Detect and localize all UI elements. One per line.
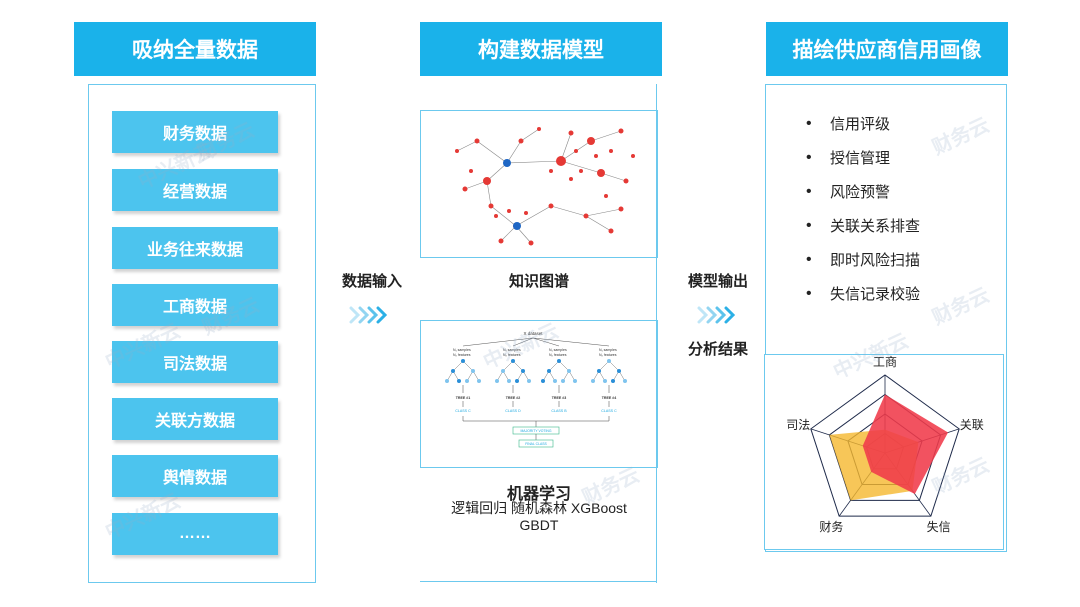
rf-class-label: CLASS C — [601, 409, 617, 413]
rf-features-label: N₂ features — [503, 353, 521, 357]
rf-features-label: N₂ features — [599, 353, 617, 357]
analysis-result-label: 分析结果 — [687, 341, 748, 358]
machine-learning-box: X dataset N₁ samples N₁ samples N₁ sampl… — [420, 320, 658, 468]
middle-frame-right-edge — [656, 84, 657, 583]
data-input-label: 数据输入 — [341, 273, 402, 290]
output-item-label: 即时风险扫描 — [830, 252, 921, 269]
column-header-credit-profile: 描绘供应商信用画像 — [766, 22, 1008, 76]
data-source-item: 业务往来数据 — [112, 227, 278, 269]
rf-tree-label: TREE #3 — [552, 396, 567, 400]
radar-axis-label: 工商 — [873, 355, 897, 369]
data-source-item: 工商数据 — [112, 284, 278, 326]
rf-final-label: FINAL CLASS — [525, 442, 547, 446]
output-item: • 关联关系排查 — [806, 215, 920, 236]
output-item: • 即时风险扫描 — [806, 249, 920, 270]
data-sources-frame — [88, 84, 316, 583]
column-header-data-intake: 吸纳全量数据 — [74, 22, 316, 76]
knowledge-graph-diagram — [455, 127, 635, 246]
radar-grid-ring — [810, 374, 960, 517]
rf-class-label: CLASS B — [551, 409, 567, 413]
rf-class-label: CLASS D — [505, 409, 521, 413]
knowledge-graph-box — [420, 110, 658, 258]
rf-samples-label: N₁ samples — [599, 348, 617, 352]
rf-samples-label: N₁ samples — [503, 348, 521, 352]
column-header-model-building: 构建数据模型 — [420, 22, 662, 76]
output-item-label: 风险预警 — [830, 184, 891, 201]
machine-learning-label: 机器学习 — [506, 486, 571, 503]
model-output-label: 模型输出 — [687, 273, 748, 290]
radar-axis-label: 失信 — [927, 519, 951, 534]
output-item: • 信用评级 — [806, 113, 890, 134]
ml-algorithms-line2: GBDT — [519, 517, 559, 533]
rf-samples-label: N₁ samples — [453, 348, 471, 352]
rf-samples-label: N₁ samples — [549, 348, 567, 352]
output-item: • 授信管理 — [806, 147, 890, 168]
output-item-label: 失信记录校验 — [830, 286, 921, 303]
radar-chart-box: 工商关联失信 财务 司法 — [764, 354, 1004, 550]
output-item-label: 信用评级 — [830, 116, 891, 133]
data-source-item: 司法数据 — [112, 341, 278, 383]
bullet-icon: • — [806, 216, 812, 234]
data-source-item: 舆情数据 — [112, 455, 278, 497]
output-item-label: 关联关系排查 — [830, 218, 921, 235]
bullet-icon: • — [806, 148, 812, 166]
radar-axis-label: 司法 — [786, 418, 810, 432]
radar-axis-label: 财务 — [819, 519, 843, 534]
rf-vote-label: MAJORITY VOTING — [520, 429, 551, 433]
bullet-icon: • — [806, 114, 812, 132]
chevron-right-icon — [697, 306, 736, 324]
rf-root-label: X dataset — [523, 331, 543, 336]
output-item: • 风险预警 — [806, 181, 890, 202]
bullet-icon: • — [806, 182, 812, 200]
output-item: • 失信记录校验 — [806, 283, 920, 304]
radar-series-red — [862, 394, 949, 495]
radar-axis-label: 关联 — [960, 418, 984, 432]
bullet-icon: • — [806, 250, 812, 268]
rf-features-label: N₂ features — [453, 353, 471, 357]
rf-tree-label: TREE #4 — [602, 396, 617, 400]
knowledge-graph-label: 知识图谱 — [508, 273, 569, 290]
random-forest-diagram: X dataset N₁ samples N₁ samples N₁ sampl… — [445, 331, 627, 448]
rf-class-label: CLASS C — [455, 409, 471, 413]
data-source-item: …… — [112, 513, 278, 555]
output-item-label: 授信管理 — [830, 150, 891, 167]
ml-algorithms-line1: 逻辑回归 随机森林 XGBoost — [451, 500, 627, 516]
middle-frame-bottom-edge — [420, 581, 657, 582]
rf-tree-label: TREE #1 — [456, 396, 471, 400]
bullet-icon: • — [806, 284, 812, 302]
data-source-item: 财务数据 — [112, 111, 278, 153]
chevron-right-icon — [349, 306, 388, 324]
data-source-item: 关联方数据 — [112, 398, 278, 440]
data-source-item: 经营数据 — [112, 169, 278, 211]
rf-features-label: N₂ features — [549, 353, 567, 357]
rf-tree-label: TREE #2 — [506, 396, 521, 400]
